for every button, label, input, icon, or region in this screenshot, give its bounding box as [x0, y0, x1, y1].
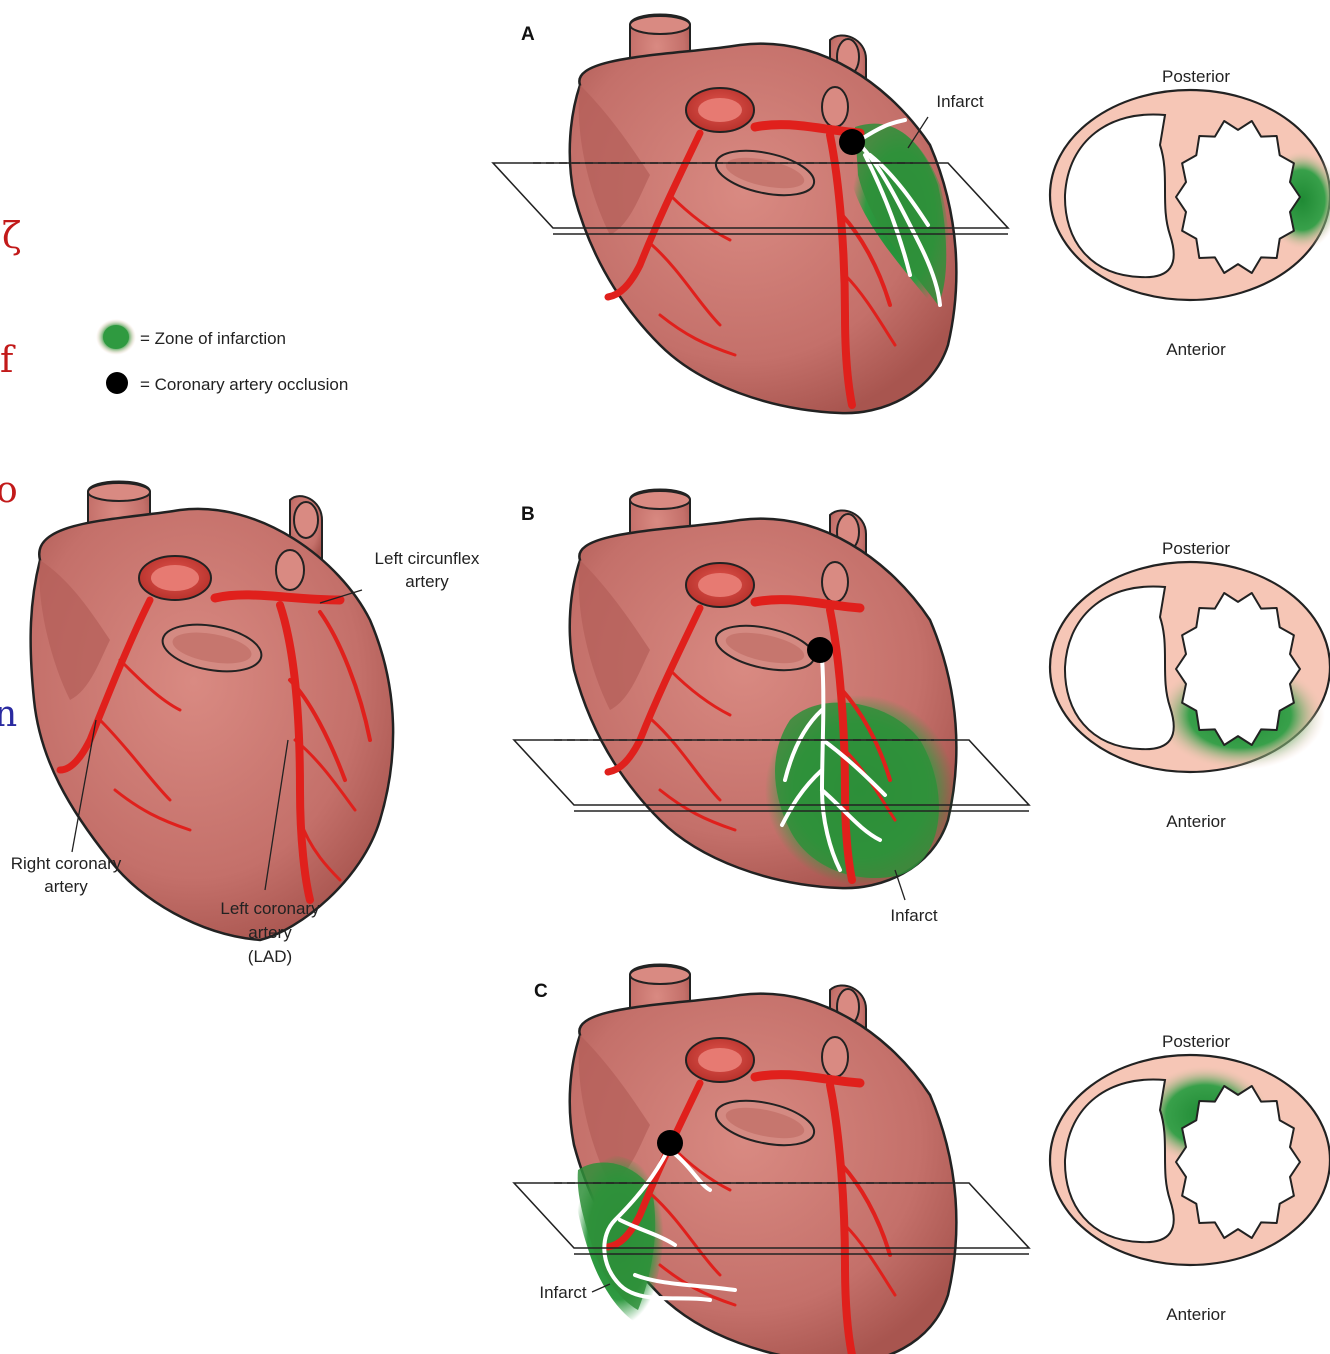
reference-heart-body — [31, 509, 394, 940]
infarct-label: Infarct — [936, 92, 984, 111]
occlusion-dot — [839, 129, 865, 155]
anterior-label: Anterior — [1166, 1305, 1226, 1324]
right-coronary-label-line1: Right coronary — [11, 854, 122, 873]
edge-fragment-1: ζ — [2, 216, 22, 257]
legend-infarct-label: = Zone of infarction — [140, 329, 286, 348]
panel-letter: A — [521, 24, 535, 45]
occlusion-dot — [657, 1130, 683, 1156]
anterior-label: Anterior — [1166, 340, 1226, 359]
panel-letter: C — [534, 981, 548, 1002]
legend-occlusion-label: = Coronary artery occlusion — [140, 375, 348, 394]
edge-fragment-2: f — [0, 340, 16, 381]
panel-letter: B — [521, 504, 535, 525]
posterior-label: Posterior — [1162, 67, 1230, 86]
reference-heart: Left circunflex artery Right coronary ar… — [11, 482, 480, 967]
edge-text-fragments: ζ f o n — [0, 216, 22, 735]
anterior-label: Anterior — [1166, 812, 1226, 831]
edge-fragment-3: o — [0, 470, 18, 511]
left-circumflex-label-line1: Left circunflex — [375, 549, 480, 568]
infarct-label: Infarct — [539, 1283, 587, 1302]
right-coronary-label-line2: artery — [44, 877, 88, 896]
posterior-label: Posterior — [1162, 539, 1230, 558]
panel-heart — [570, 15, 957, 414]
occlusion-swatch — [106, 372, 128, 394]
panel-heart — [570, 965, 957, 1354]
panels-container: AInfarctPosteriorAnteriorBInfarctPosteri… — [493, 15, 1330, 1354]
left-circumflex-label-line2: artery — [405, 572, 449, 591]
left-coronary-label-line1: Left coronary — [220, 899, 320, 918]
legend: = Zone of infarction = Coronary artery o… — [96, 319, 348, 394]
left-coronary-label-line3: (LAD) — [248, 947, 292, 966]
infarct-label: Infarct — [890, 906, 938, 925]
left-coronary-label-line2: artery — [248, 923, 292, 942]
edge-fragment-4: n — [0, 694, 17, 735]
occlusion-dot — [807, 637, 833, 663]
posterior-label: Posterior — [1162, 1032, 1230, 1051]
panel-heart — [570, 490, 957, 889]
